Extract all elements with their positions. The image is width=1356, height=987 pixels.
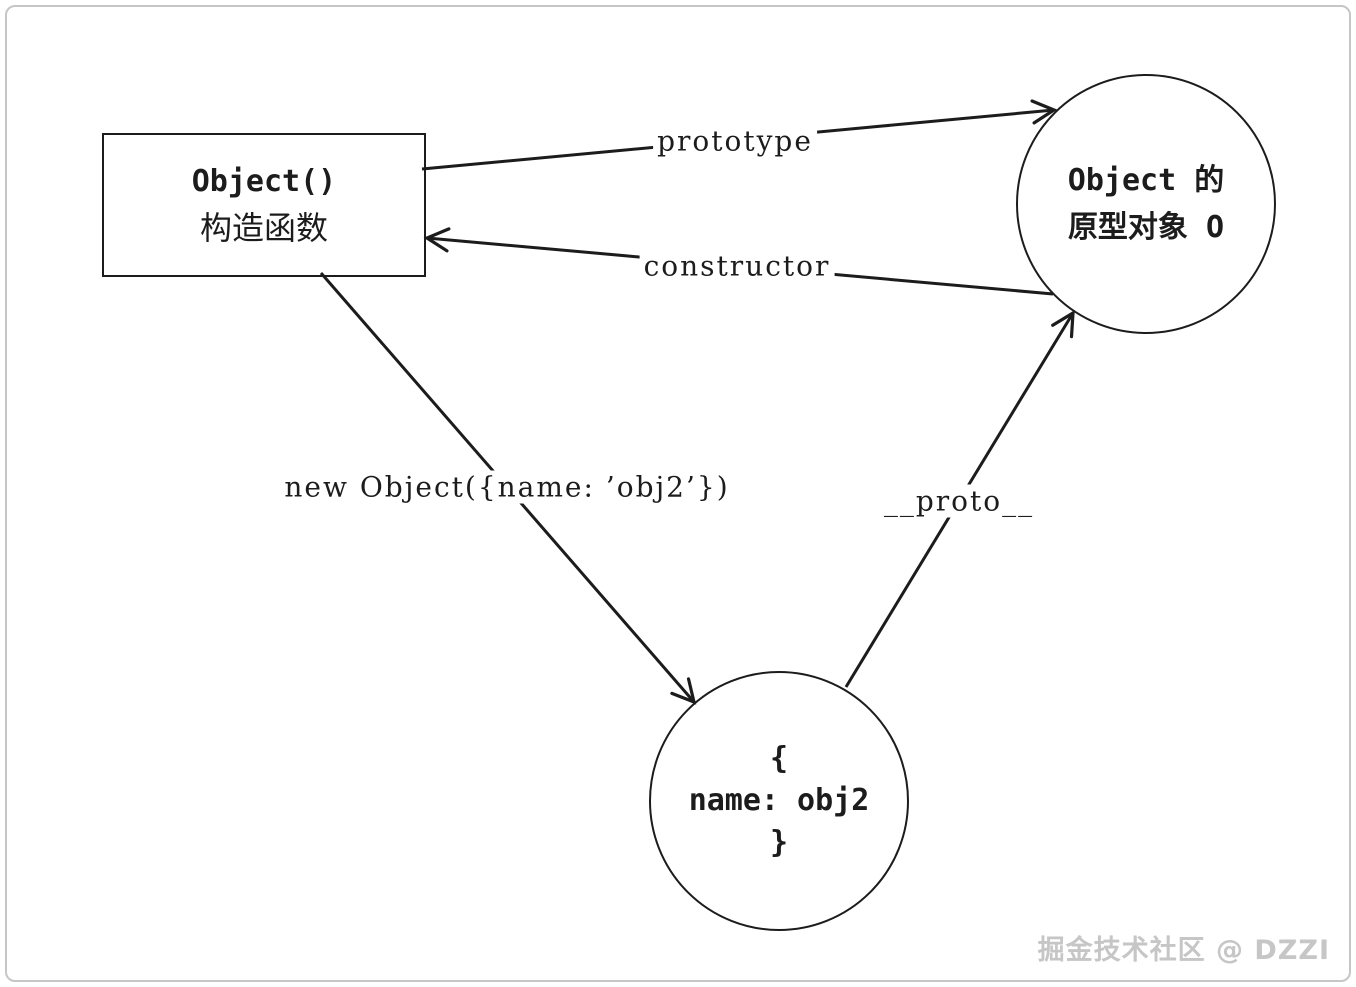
constructor-box-title: Object()	[191, 164, 337, 199]
watermark-text: 掘金技术社区 @ DZZI	[1037, 935, 1330, 966]
prototype-object-title: Object 的	[1067, 163, 1225, 198]
instance-body: name: obj2	[688, 783, 870, 818]
constructor-box-node: Object() 构造函数	[102, 133, 426, 277]
edge-constructor-label: constructor	[639, 249, 835, 283]
prototype-object-subtitle: 原型对象 O	[1067, 210, 1225, 245]
instance-object-node: { name: obj2 }	[649, 671, 909, 931]
edge-proto-label: __proto__	[879, 484, 1039, 518]
instance-brace-close: }	[769, 825, 789, 860]
constructor-box-subtitle: 构造函数	[199, 209, 328, 247]
prototype-object-node: Object 的 原型对象 O	[1016, 74, 1276, 334]
instance-brace-open: {	[769, 741, 789, 776]
edge-new-object-label: new Object({name: ’obj2’})	[280, 470, 734, 504]
edge-prototype-label: prototype	[653, 124, 817, 158]
